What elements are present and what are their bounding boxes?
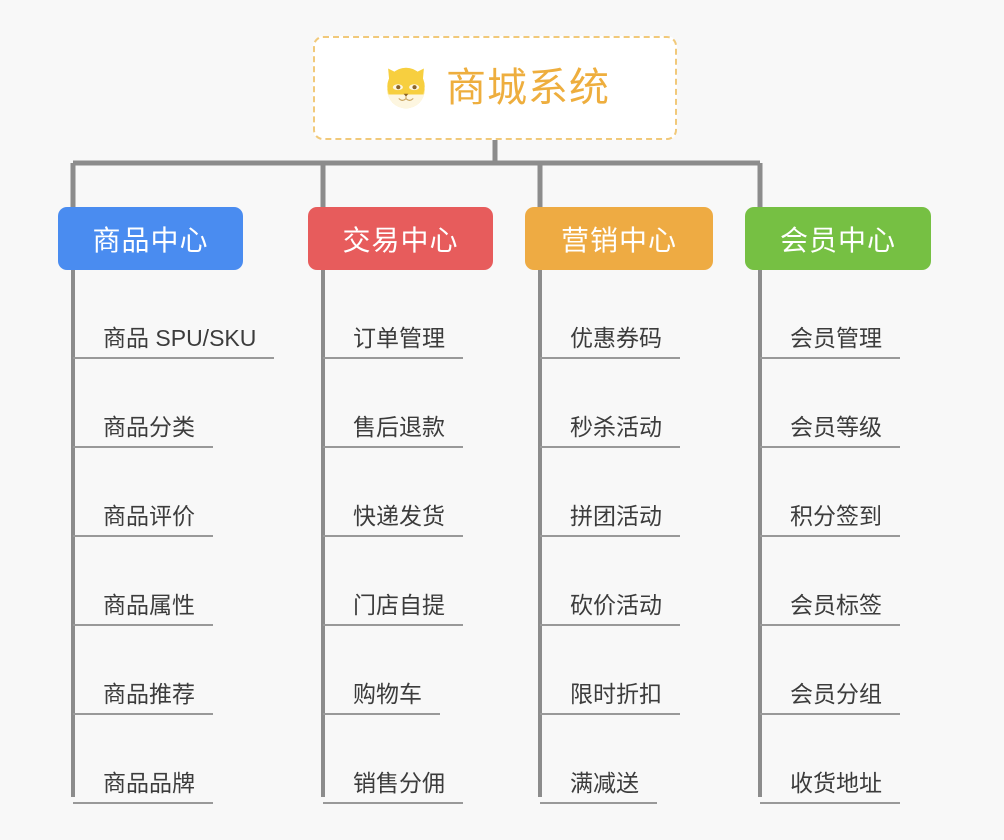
category-header-product-center[interactable]: 商品中心 bbox=[58, 207, 243, 270]
leaf-underline: 商品属性 bbox=[73, 591, 213, 626]
list-item[interactable]: 售后退款 bbox=[308, 359, 493, 448]
leaf-list-product-center: 商品 SPU/SKU 商品分类商品评价商品属性商品推荐商品品牌 bbox=[58, 270, 275, 804]
leaf-underline: 积分签到 bbox=[760, 502, 900, 537]
leaf-underline: 商品 SPU/SKU bbox=[73, 324, 275, 359]
category-header-trade-center[interactable]: 交易中心 bbox=[308, 207, 493, 270]
list-item[interactable]: 商品推荐 bbox=[58, 626, 243, 715]
list-item[interactable]: 满减送 bbox=[525, 715, 713, 804]
leaf-label: 砍价活动 bbox=[570, 591, 662, 618]
list-item[interactable]: 购物车 bbox=[308, 626, 493, 715]
category-column-trade-center: 交易中心订单管理售后退款快递发货门店自提购物车销售分佣 bbox=[308, 207, 493, 804]
leaf-label: 销售分佣 bbox=[353, 769, 445, 796]
leaf-label: 订单管理 bbox=[353, 324, 445, 351]
leaf-label: 商品分类 bbox=[103, 413, 195, 440]
list-item[interactable]: 优惠券码 bbox=[525, 270, 713, 359]
leaf-label: 收货地址 bbox=[790, 769, 882, 796]
list-item[interactable]: 会员分组 bbox=[745, 626, 931, 715]
leaf-label: 会员分组 bbox=[790, 680, 882, 707]
leaf-label: 门店自提 bbox=[353, 591, 445, 618]
leaf-underline: 会员分组 bbox=[760, 680, 900, 715]
leaf-label: 秒杀活动 bbox=[570, 413, 662, 440]
leaf-label: 快递发货 bbox=[353, 502, 445, 529]
leaf-underline: 满减送 bbox=[540, 769, 657, 804]
root-node[interactable]: 商城系统 bbox=[313, 36, 677, 140]
leaf-list-trade-center: 订单管理售后退款快递发货门店自提购物车销售分佣 bbox=[308, 270, 493, 804]
leaf-underline: 商品推荐 bbox=[73, 680, 213, 715]
leaf-underline: 会员等级 bbox=[760, 413, 900, 448]
category-header-marketing-center[interactable]: 营销中心 bbox=[525, 207, 713, 270]
list-item[interactable]: 会员等级 bbox=[745, 359, 931, 448]
leaf-list-marketing-center: 优惠券码秒杀活动拼团活动砍价活动限时折扣满减送 bbox=[525, 270, 713, 804]
shiba-dog-face-icon bbox=[387, 67, 425, 109]
list-item[interactable]: 商品 SPU/SKU bbox=[58, 270, 275, 359]
leaf-label: 会员标签 bbox=[790, 591, 882, 618]
leaf-label: 售后退款 bbox=[353, 413, 445, 440]
leaf-underline: 订单管理 bbox=[323, 324, 463, 359]
list-item[interactable]: 秒杀活动 bbox=[525, 359, 713, 448]
leaf-underline: 购物车 bbox=[323, 680, 440, 715]
list-item[interactable]: 砍价活动 bbox=[525, 537, 713, 626]
category-header-member-center[interactable]: 会员中心 bbox=[745, 207, 931, 270]
list-item[interactable]: 积分签到 bbox=[745, 448, 931, 537]
list-item[interactable]: 会员标签 bbox=[745, 537, 931, 626]
list-item[interactable]: 商品分类 bbox=[58, 359, 243, 448]
leaf-label: 拼团活动 bbox=[570, 502, 662, 529]
leaf-label: 购物车 bbox=[353, 680, 422, 707]
leaf-label: 积分签到 bbox=[790, 502, 882, 529]
category-column-member-center: 会员中心会员管理会员等级积分签到会员标签会员分组收货地址 bbox=[745, 207, 931, 804]
leaf-underline: 售后退款 bbox=[323, 413, 463, 448]
leaf-underline: 快递发货 bbox=[323, 502, 463, 537]
leaf-underline: 会员管理 bbox=[760, 324, 900, 359]
category-column-marketing-center: 营销中心优惠券码秒杀活动拼团活动砍价活动限时折扣满减送 bbox=[525, 207, 713, 804]
leaf-underline: 商品评价 bbox=[73, 502, 213, 537]
category-column-product-center: 商品中心商品 SPU/SKU 商品分类商品评价商品属性商品推荐商品品牌 bbox=[58, 207, 275, 804]
leaf-label: 商品品牌 bbox=[103, 769, 195, 796]
leaf-underline: 砍价活动 bbox=[540, 591, 680, 626]
leaf-underline: 会员标签 bbox=[760, 591, 900, 626]
leaf-label: 会员管理 bbox=[790, 324, 882, 351]
leaf-underline: 优惠券码 bbox=[540, 324, 680, 359]
list-item[interactable]: 收货地址 bbox=[745, 715, 931, 804]
leaf-label: 商品 SPU/SKU bbox=[103, 324, 257, 351]
leaf-list-member-center: 会员管理会员等级积分签到会员标签会员分组收货地址 bbox=[745, 270, 931, 804]
leaf-label: 商品评价 bbox=[103, 502, 195, 529]
leaf-underline: 门店自提 bbox=[323, 591, 463, 626]
list-item[interactable]: 商品属性 bbox=[58, 537, 243, 626]
leaf-underline: 拼团活动 bbox=[540, 502, 680, 537]
list-item[interactable]: 订单管理 bbox=[308, 270, 493, 359]
leaf-underline: 秒杀活动 bbox=[540, 413, 680, 448]
leaf-underline: 销售分佣 bbox=[323, 769, 463, 804]
list-item[interactable]: 限时折扣 bbox=[525, 626, 713, 715]
list-item[interactable]: 门店自提 bbox=[308, 537, 493, 626]
list-item[interactable]: 会员管理 bbox=[745, 270, 931, 359]
leaf-label: 商品推荐 bbox=[103, 680, 195, 707]
list-item[interactable]: 快递发货 bbox=[308, 448, 493, 537]
leaf-underline: 商品品牌 bbox=[73, 769, 213, 804]
root-title: 商城系统 bbox=[446, 66, 610, 110]
leaf-label: 限时折扣 bbox=[570, 680, 662, 707]
leaf-underline: 限时折扣 bbox=[540, 680, 680, 715]
leaf-label: 会员等级 bbox=[790, 413, 882, 440]
list-item[interactable]: 商品评价 bbox=[58, 448, 243, 537]
leaf-label: 优惠券码 bbox=[570, 324, 662, 351]
leaf-underline: 收货地址 bbox=[760, 769, 900, 804]
list-item[interactable]: 销售分佣 bbox=[308, 715, 493, 804]
list-item[interactable]: 商品品牌 bbox=[58, 715, 243, 804]
leaf-underline: 商品分类 bbox=[73, 413, 213, 448]
list-item[interactable]: 拼团活动 bbox=[525, 448, 713, 537]
leaf-label: 商品属性 bbox=[103, 591, 195, 618]
leaf-label: 满减送 bbox=[570, 769, 639, 796]
